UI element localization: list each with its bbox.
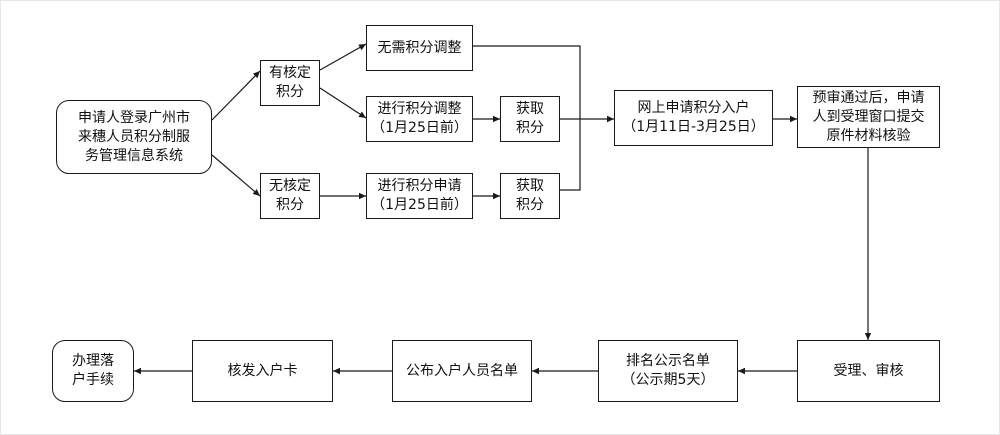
node-get-points-2: 获取 积分	[500, 173, 560, 219]
node-has-verified-label: 有核定 积分	[269, 65, 311, 100]
node-login-label: 申请人登录广州市 来穗人员积分制服 务管理信息系统	[78, 109, 190, 164]
node-publish-label: 公布入户人员名单	[406, 362, 518, 379]
node-ranking-label: 排名公示名单 （公示期5天）	[621, 353, 715, 388]
node-online-apply: 网上申请积分入户 （1月11日-3月25日）	[614, 90, 773, 146]
node-login: 申请人登录广州市 来穗人员积分制服 务管理信息系统	[56, 100, 212, 174]
node-accept-review: 受理、审核	[797, 340, 940, 402]
node-do-apply: 进行积分申请 （1月25日前）	[366, 173, 473, 219]
node-get-points-1-label: 获取 积分	[516, 101, 544, 136]
node-no-verified: 无核定 积分	[260, 173, 320, 219]
arrow-login-to-has-verified	[211, 70, 261, 121]
node-publish: 公布入户人员名单	[392, 340, 532, 402]
node-get-points-1: 获取 积分	[500, 96, 560, 142]
node-do-adjust-label: 进行积分调整 （1月25日前）	[371, 101, 468, 136]
node-no-adjust-label: 无需积分调整	[377, 39, 462, 56]
node-issue-card: 核发入户卡	[192, 340, 333, 402]
node-online-apply-label: 网上申请积分入户 （1月11日-3月25日）	[622, 100, 765, 135]
node-accept-review-label: 受理、审核	[833, 362, 904, 379]
node-ranking: 排名公示名单 （公示期5天）	[598, 340, 738, 402]
node-no-verified-label: 无核定 积分	[269, 178, 311, 213]
node-do-apply-label: 进行积分申请 （1月25日前）	[371, 178, 468, 213]
arrow-login-to-no-verified	[211, 154, 261, 197]
node-do-adjust: 进行积分调整 （1月25日前）	[366, 96, 473, 142]
arrow-has-to-do-adjust	[319, 87, 367, 119]
node-issue-card-label: 核发入户卡	[227, 362, 298, 379]
node-has-verified: 有核定 积分	[260, 60, 320, 106]
node-pre-review: 预审通过后，申请 人到受理窗口提交 原件材料核验	[797, 86, 940, 148]
node-no-adjust: 无需积分调整	[366, 25, 473, 71]
merge-from-get-points-2	[560, 119, 581, 191]
arrow-has-to-no-adjust	[319, 43, 367, 71]
merge-from-no-adjust	[473, 45, 581, 119]
node-settle-label: 办理落 户手续	[72, 353, 114, 388]
node-settle: 办理落 户手续	[52, 340, 134, 402]
node-get-points-2-label: 获取 积分	[516, 178, 544, 213]
node-pre-review-label: 预审通过后，申请 人到受理窗口提交 原件材料核验	[812, 89, 925, 144]
